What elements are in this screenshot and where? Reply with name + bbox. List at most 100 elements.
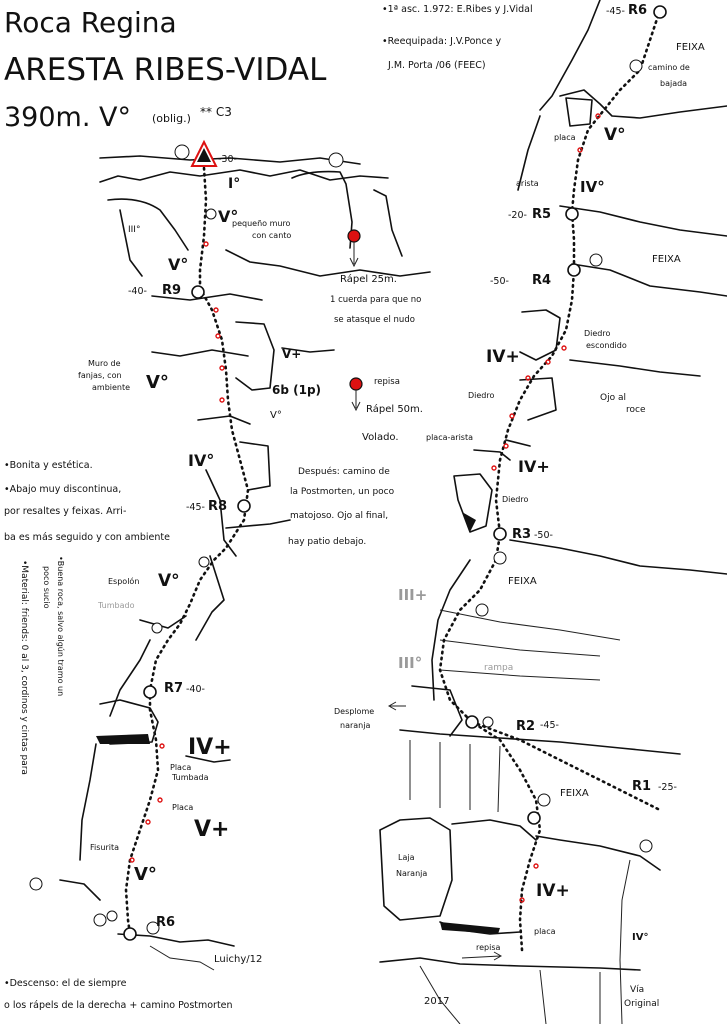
note-buena-roca: •Buena roca, salvo algún tramo un [56, 556, 65, 696]
belay-r2-length: -45- [540, 720, 559, 731]
tree-icon [146, 921, 160, 935]
belay-r5-icon [565, 207, 579, 221]
belay-r2-icon [465, 715, 479, 729]
belay-r6-length: -45- [606, 6, 625, 17]
left-route-line [124, 166, 250, 936]
grade-right-upper-v: V° [604, 125, 626, 145]
rappel-25-arrow [349, 242, 359, 268]
tree-icon [174, 144, 190, 160]
belay-r8-length: -45- [186, 502, 205, 513]
laja-label-2: Naranja [396, 869, 427, 878]
tree-icon [151, 622, 163, 634]
belay-r9-length: -40- [128, 286, 147, 297]
tree-icon [205, 208, 217, 220]
note-descenso-2: o los rápels de la derecha + camino Post… [4, 1000, 233, 1011]
belay-r4-icon [567, 263, 581, 277]
muro-label-3: ambiente [92, 383, 130, 392]
belay-r1-length: -25- [658, 782, 677, 793]
arista-label: arista [516, 179, 539, 188]
belay-r1-label: R1 [632, 779, 651, 794]
note-resaltes: por resaltes y feixas. Arri- [4, 506, 126, 517]
rappel-50-label: Rápel 50m. [366, 403, 423, 415]
camino-bajada-label-1: camino de [648, 63, 690, 72]
desplome-label-1: Desplome [334, 707, 374, 716]
belay-r7-label: R7 [164, 681, 183, 696]
stars-commitment: ** C3 [200, 105, 232, 119]
rappel-25-note-2: se atasque el nudo [334, 315, 415, 325]
belay-r2-label: R2 [516, 719, 535, 734]
rappel-50-arrow [351, 390, 361, 412]
tree-icon [589, 253, 603, 267]
feixa-label-4: FEIXA [560, 788, 589, 799]
con-canto-label: con canto [252, 231, 291, 240]
reequip-line-2: J.M. Porta /06 (FEEC) [387, 60, 486, 71]
grade-left-ivp: IV+ [188, 735, 232, 760]
rampa-label: rampa [484, 663, 513, 673]
placa-arista-label: placa-arista [426, 433, 473, 442]
first-ascent: •1ª asc. 1.972: E.Ribes y J.Vidal [382, 4, 533, 15]
right-rock-outlines [379, 0, 727, 1024]
tree-icon [629, 59, 643, 73]
top-pitch-length: -30- [218, 154, 237, 165]
belay-r7-icon [143, 685, 157, 699]
belay-r5-length: -20- [508, 210, 527, 221]
espolon-label: Espolón [108, 576, 139, 586]
note-ambiente: ba es más seguido y con ambiente [4, 532, 170, 543]
grade-left-iii: III° [128, 225, 140, 235]
tree-icon [328, 152, 344, 168]
belay-r6b-label: R6 [156, 915, 175, 930]
feixa-label-1: FEIXA [676, 42, 705, 53]
desplome-label-2: naranja [340, 721, 370, 730]
muro-label-1: Muro de [88, 359, 121, 368]
tree-icon [198, 556, 210, 568]
right-bolts [491, 113, 601, 903]
grade-left-v5: V° [158, 571, 180, 591]
desplome-arrow [387, 701, 406, 711]
grade-left-vp: V+ [282, 347, 301, 361]
belay-r4-length: -50- [490, 276, 509, 287]
rappel-anchor-50-icon [349, 377, 363, 391]
reequip-line-1: •Reequipada: J.V.Ponce y [382, 36, 502, 47]
tumbado-label: Tumbado [97, 601, 135, 610]
belay-r1-icon [527, 811, 541, 825]
belay-r3-label: R3 [512, 527, 531, 542]
tree-icon [537, 793, 551, 807]
grade-left-v2: V° [168, 255, 188, 274]
grade-right-iv-a: IV° [580, 178, 605, 196]
note-material: •Material: friends: 0 al 3, cordinos y c… [19, 560, 29, 775]
tree-icon [493, 551, 507, 565]
walk-note-2: la Postmorten, un poco [290, 487, 395, 497]
route-title: ARESTA RIBES-VIDAL [4, 52, 327, 88]
grade-left-v3: V° [146, 372, 169, 393]
tree-icon [639, 839, 653, 853]
year-label: 2017 [424, 996, 449, 1007]
via-original-label-2: Original [624, 999, 659, 1009]
rappel-anchor-25-icon [347, 229, 361, 243]
note-sucio: poco sucio [42, 566, 51, 609]
note-discontinua: •Abajo muy discontinua, [4, 484, 121, 495]
belay-r6b-icon [123, 927, 137, 941]
belay-r9-icon [191, 285, 205, 299]
belay-r3-length: -50- [534, 530, 553, 541]
note-descenso-1: •Descenso: el de siempre [4, 978, 127, 989]
diedro-escondido-label-1: Diedro [584, 329, 610, 338]
tree-icon [93, 913, 107, 927]
belay-r8-icon [237, 499, 251, 513]
repisa-arrow [461, 951, 503, 961]
grade-right-ivp-c: IV+ [536, 881, 570, 901]
oblig-label: (oblig.) [152, 112, 191, 125]
belay-r6-icon [653, 5, 667, 19]
tree-icon [29, 877, 43, 891]
placa-label-2: placa [534, 927, 556, 936]
grade-right-iiip: III+ [398, 586, 427, 604]
feixa-label-3: FEIXA [508, 576, 537, 587]
left-rock-outlines [59, 155, 431, 971]
rappel-25-label: Rápel 25m. [340, 273, 397, 285]
belay-r3-icon [493, 527, 507, 541]
grade-right-iv-b: IV° [632, 932, 648, 943]
repisa-label-2: repisa [476, 943, 501, 952]
camino-bajada-label-2: bajada [660, 79, 687, 88]
rappel-25-note-1: 1 cuerda para que no [330, 295, 421, 305]
grade-right-ivp-a: IV+ [486, 347, 520, 367]
tree-icon [106, 910, 118, 922]
